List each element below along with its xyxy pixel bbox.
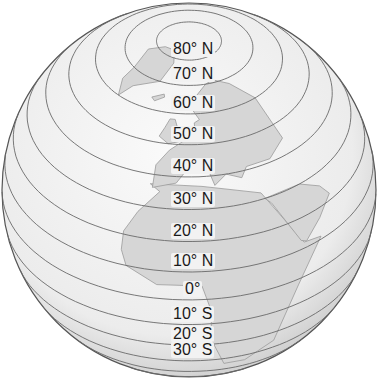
latitude-label: 50° N (171, 126, 215, 142)
latitude-label: 40° N (171, 158, 215, 174)
latitude-label: 20° N (171, 223, 215, 239)
latitude-line (157, 22, 222, 60)
globe-disc (2, 3, 376, 377)
latitude-line (96, 4, 283, 114)
land-mass (265, 184, 329, 241)
latitude-line (125, 10, 253, 85)
latitude-label: 70° N (171, 66, 215, 82)
land-mass (152, 94, 165, 101)
latitude-line (46, 42, 332, 177)
latitude-line (5, 151, 373, 273)
land-mass (152, 80, 282, 187)
latitude-line (20, 270, 357, 345)
latitude-line (13, 113, 364, 241)
latitude-label: 60° N (171, 95, 215, 111)
latitude-line (2, 192, 376, 300)
latitude-line (42, 306, 334, 361)
latitude-line (69, 14, 309, 145)
latitude-line (79, 339, 302, 371)
latitude-label: 30° N (171, 191, 215, 207)
latitude-label: 10° N (171, 253, 215, 269)
latitude-line (131, 368, 246, 377)
latitude-label: 30° S (171, 342, 214, 358)
latitude-label: 80° N (171, 41, 215, 57)
latitude-label: 10° S (171, 306, 214, 322)
latitude-label: 0° (183, 281, 202, 297)
latitude-label: 20° S (171, 326, 214, 342)
latitude-line (8, 231, 372, 324)
